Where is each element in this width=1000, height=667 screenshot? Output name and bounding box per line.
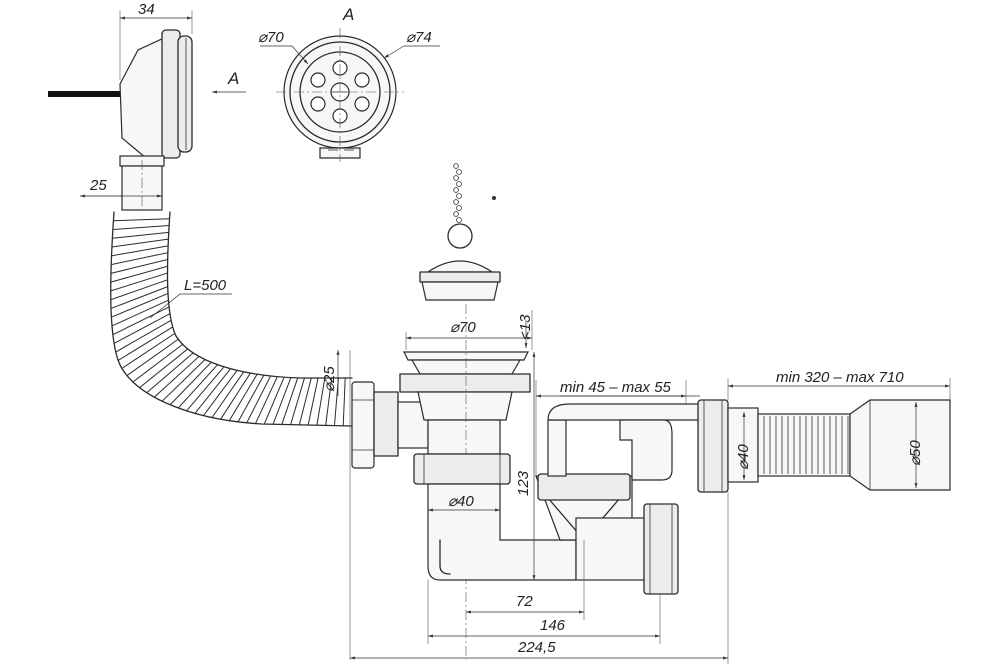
hose-rib: [111, 252, 168, 266]
hose-rib: [342, 377, 346, 426]
hose-rib: [113, 218, 170, 222]
hose-rib: [153, 356, 200, 398]
label-min320-max710: min 320 – max 710: [776, 369, 904, 386]
hose-rib: [194, 368, 231, 414]
hose-rib: [112, 225, 170, 231]
label-123: 123: [515, 470, 532, 496]
label-dia50: ⌀50: [907, 440, 924, 466]
dimension-25: 25: [80, 177, 162, 198]
hose-rib: [111, 238, 169, 248]
dimension-dia40-dia50: ⌀40 ⌀50: [735, 402, 924, 488]
hose-rib: [255, 376, 278, 424]
overflow-cable: [48, 91, 120, 97]
hose-rib: [132, 343, 183, 383]
outlet-pipe: [697, 399, 951, 493]
hose-rib: [211, 371, 245, 418]
hose-rib: [121, 332, 176, 369]
label-72: 72: [516, 593, 533, 610]
trap-body: [413, 403, 701, 595]
hose-rib: [112, 306, 170, 336]
chain-link: [453, 199, 459, 205]
hose-rib: [272, 377, 292, 425]
hose-rib: [325, 377, 333, 426]
chain-link: [456, 193, 462, 199]
strainer-view-a: [276, 28, 404, 162]
hose-rib: [126, 338, 179, 376]
label-25: 25: [89, 177, 107, 194]
hose-rib: [220, 372, 251, 420]
hose-rib: [110, 286, 168, 309]
label-dia25: ⌀25: [321, 366, 338, 392]
dimension-72: 72: [466, 540, 585, 620]
label-13: <13: [517, 314, 534, 340]
label-min45-max55: min 45 – max 55: [560, 379, 672, 396]
hose-rib: [111, 292, 169, 318]
view-a-annotations: A ⌀70 ⌀74: [258, 5, 440, 65]
hose-rib: [237, 374, 265, 423]
hose-rib: [111, 299, 169, 327]
dimension-146: 146: [427, 580, 661, 644]
dimension-min320-max710: min 320 – max 710: [727, 369, 951, 400]
hose-length-leader: L=500: [149, 277, 232, 319]
dimension-dia70-outlet: ⌀70 <13: [405, 310, 534, 350]
dimension-dia25: ⌀25: [321, 350, 351, 660]
label-34: 34: [138, 1, 155, 18]
hose-rib: [117, 326, 173, 361]
label-view-a: A: [342, 5, 354, 24]
hose-rib: [186, 366, 225, 412]
plug-with-chain: [419, 163, 501, 301]
hose-rib: [281, 377, 299, 425]
hose-rib: [112, 231, 169, 239]
dimension-224: 224,5: [350, 492, 729, 664]
label-224: 224,5: [517, 639, 556, 656]
hose-rib: [110, 258, 168, 274]
hose-rib: [263, 376, 285, 425]
view-arrow-a: A: [212, 69, 246, 94]
label-dia40-right: ⌀40: [735, 444, 752, 470]
hose-rib: [307, 377, 319, 426]
hose-rib: [111, 245, 169, 257]
hose-rib: [228, 373, 258, 421]
chain-link: [456, 205, 462, 211]
label-dia40-trap: ⌀40: [448, 493, 474, 510]
drain-outlet-body: [399, 304, 531, 660]
hose-rib: [298, 377, 312, 425]
label-view-arrow: A: [227, 69, 239, 88]
hose-nut: [351, 381, 429, 469]
hose-rib: [177, 364, 218, 409]
label-dia70-outlet: ⌀70: [450, 319, 476, 336]
chain-link: [453, 163, 459, 169]
hose-rib: [290, 377, 305, 425]
corrugated-hose: [110, 211, 353, 427]
hose-rib: [110, 272, 168, 292]
chain-link: [456, 169, 462, 175]
chain-link: [453, 187, 459, 193]
hose-rib: [203, 370, 238, 416]
hose-rib: [161, 359, 206, 402]
hose-rib: [139, 348, 189, 389]
dimension-min45-max55: min 45 – max 55: [535, 379, 700, 476]
chain-link: [456, 181, 462, 187]
dimension-dia40-trap: ⌀40: [428, 493, 500, 512]
chain-link: [453, 175, 459, 181]
hose-rib: [246, 375, 272, 424]
label-dia70-top: ⌀70: [258, 29, 284, 46]
label-146: 146: [540, 617, 566, 634]
dimension-123: 123: [515, 352, 536, 580]
hose-rib: [113, 313, 171, 344]
hose-rib: [110, 279, 168, 301]
hose-rib: [169, 361, 212, 406]
hose-rib: [316, 377, 326, 426]
label-hose-length: L=500: [184, 277, 227, 294]
label-dia74: ⌀74: [406, 29, 432, 46]
hose-rib: [110, 265, 168, 283]
overflow-tube: [121, 160, 163, 212]
dimension-34: 34: [119, 1, 193, 80]
hose-rib: [115, 319, 172, 353]
chain-link: [456, 217, 462, 223]
hose-rib: [146, 352, 194, 394]
chain-link: [453, 211, 459, 217]
